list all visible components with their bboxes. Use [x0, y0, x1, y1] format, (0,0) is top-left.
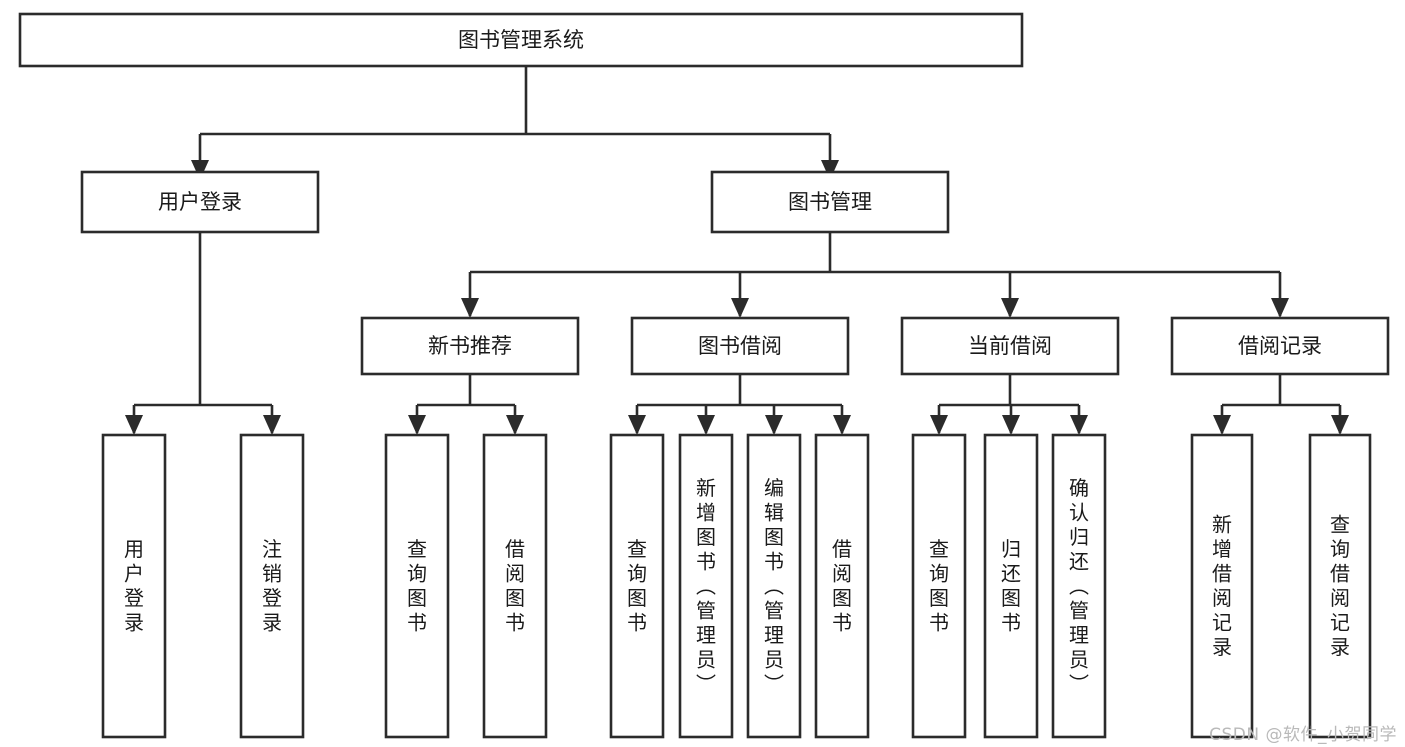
node-current-borrow[interactable]: 当前借阅 — [900, 316, 1120, 376]
node-leaf-confirm-return[interactable]: 确认归还︵管理员︶ — [1051, 433, 1107, 739]
node-user-login[interactable]: 用户登录 — [80, 170, 320, 234]
node-label: 图书管理 — [788, 190, 872, 214]
node-leaf-borrow-book-1[interactable]: 借阅图书 — [482, 433, 548, 739]
node-box — [384, 433, 450, 739]
node-label: 查询图书 — [407, 537, 427, 635]
node-leaf-edit-book[interactable]: 编辑图书︵管理员︶ — [746, 433, 802, 739]
connector-conn-bookborrow-to-leaves — [628, 374, 851, 435]
arrow-head-icon — [833, 415, 851, 435]
node-label: 查询借阅记录 — [1330, 513, 1350, 660]
arrow-head-icon — [697, 415, 715, 435]
arrow-head-icon — [506, 415, 524, 435]
node-box — [678, 433, 734, 739]
connector-conn-bookmanage-to-level2 — [461, 232, 1289, 318]
node-leaf-user-login[interactable]: 用户登录 — [101, 433, 167, 739]
arrow-head-icon — [1001, 298, 1019, 318]
node-label: 图书管理系统 — [458, 28, 584, 52]
node-box — [609, 433, 665, 739]
node-label: 新书推荐 — [428, 334, 512, 358]
node-book-manage[interactable]: 图书管理 — [710, 170, 950, 234]
node-box — [911, 433, 967, 739]
arrow-head-icon — [1002, 415, 1020, 435]
node-box — [239, 433, 305, 739]
node-leaf-user-logout[interactable]: 注销登录 — [239, 433, 305, 739]
node-label: 图书借阅 — [698, 334, 782, 358]
nodes-layer: 图书管理系统用户登录图书管理新书推荐图书借阅当前借阅借阅记录用户登录注销登录查询… — [18, 12, 1390, 739]
node-label: 新增图书︵管理员︶ — [696, 476, 716, 696]
node-box — [900, 316, 1120, 376]
arrow-head-icon — [930, 415, 948, 435]
node-leaf-query-book-2[interactable]: 查询图书 — [609, 433, 665, 739]
node-leaf-add-record[interactable]: 新增借阅记录 — [1190, 433, 1254, 739]
node-box — [80, 170, 320, 234]
node-borrow-record[interactable]: 借阅记录 — [1170, 316, 1390, 376]
arrow-head-icon — [1271, 298, 1289, 318]
arrow-head-icon — [1070, 415, 1088, 435]
node-leaf-add-book[interactable]: 新增图书︵管理员︶ — [678, 433, 734, 739]
node-label: 确认归还︵管理员︶ — [1069, 476, 1089, 696]
connector-conn-currentborrow-to-leaves — [930, 374, 1088, 435]
node-label: 注销登录 — [262, 537, 282, 635]
node-label: 借阅图书 — [832, 537, 852, 635]
node-label: 新增借阅记录 — [1212, 513, 1232, 660]
node-box — [1190, 433, 1254, 739]
node-box — [814, 433, 870, 739]
node-box — [482, 433, 548, 739]
arrow-head-icon — [731, 298, 749, 318]
node-box — [1051, 433, 1107, 739]
arrow-head-icon — [191, 160, 209, 180]
arrow-head-icon — [628, 415, 646, 435]
connector-conn-newbook-to-leaves — [408, 374, 524, 435]
node-box — [630, 316, 850, 376]
node-label: 归还图书 — [1001, 537, 1021, 635]
node-box — [1170, 316, 1390, 376]
node-label: 用户登录 — [158, 190, 242, 214]
node-box — [101, 433, 167, 739]
arrow-head-icon — [408, 415, 426, 435]
node-leaf-return-book[interactable]: 归还图书 — [983, 433, 1039, 739]
node-label: 查询图书 — [627, 537, 647, 635]
node-new-book-rec[interactable]: 新书推荐 — [360, 316, 580, 376]
node-leaf-query-record[interactable]: 查询借阅记录 — [1308, 433, 1372, 739]
node-leaf-query-book-3[interactable]: 查询图书 — [911, 433, 967, 739]
arrow-head-icon — [765, 415, 783, 435]
node-box — [746, 433, 802, 739]
arrow-head-icon — [125, 415, 143, 435]
arrow-head-icon — [263, 415, 281, 435]
arrow-head-icon — [1213, 415, 1231, 435]
node-label: 查询图书 — [929, 537, 949, 635]
arrow-head-icon — [461, 298, 479, 318]
node-label: 用户登录 — [124, 537, 144, 635]
node-box — [710, 170, 950, 234]
arrow-head-icon — [821, 160, 839, 180]
arrow-head-icon — [1331, 415, 1349, 435]
node-box — [1308, 433, 1372, 739]
connector-conn-root-to-level1 — [191, 66, 839, 180]
node-book-borrow[interactable]: 图书借阅 — [630, 316, 850, 376]
node-label: 借阅记录 — [1238, 334, 1322, 358]
node-box — [18, 12, 1024, 68]
node-label: 编辑图书︵管理员︶ — [764, 476, 784, 696]
node-leaf-borrow-book-2[interactable]: 借阅图书 — [814, 433, 870, 739]
connector-conn-borrowrecord-to-leaves — [1213, 374, 1349, 435]
node-leaf-query-book-1[interactable]: 查询图书 — [384, 433, 450, 739]
node-label: 借阅图书 — [505, 537, 525, 635]
edges-layer — [125, 66, 1349, 435]
connector-conn-userlogin-to-leaves — [125, 232, 281, 435]
node-label: 当前借阅 — [968, 334, 1052, 358]
node-box — [360, 316, 580, 376]
node-root[interactable]: 图书管理系统 — [18, 12, 1024, 68]
node-box — [983, 433, 1039, 739]
